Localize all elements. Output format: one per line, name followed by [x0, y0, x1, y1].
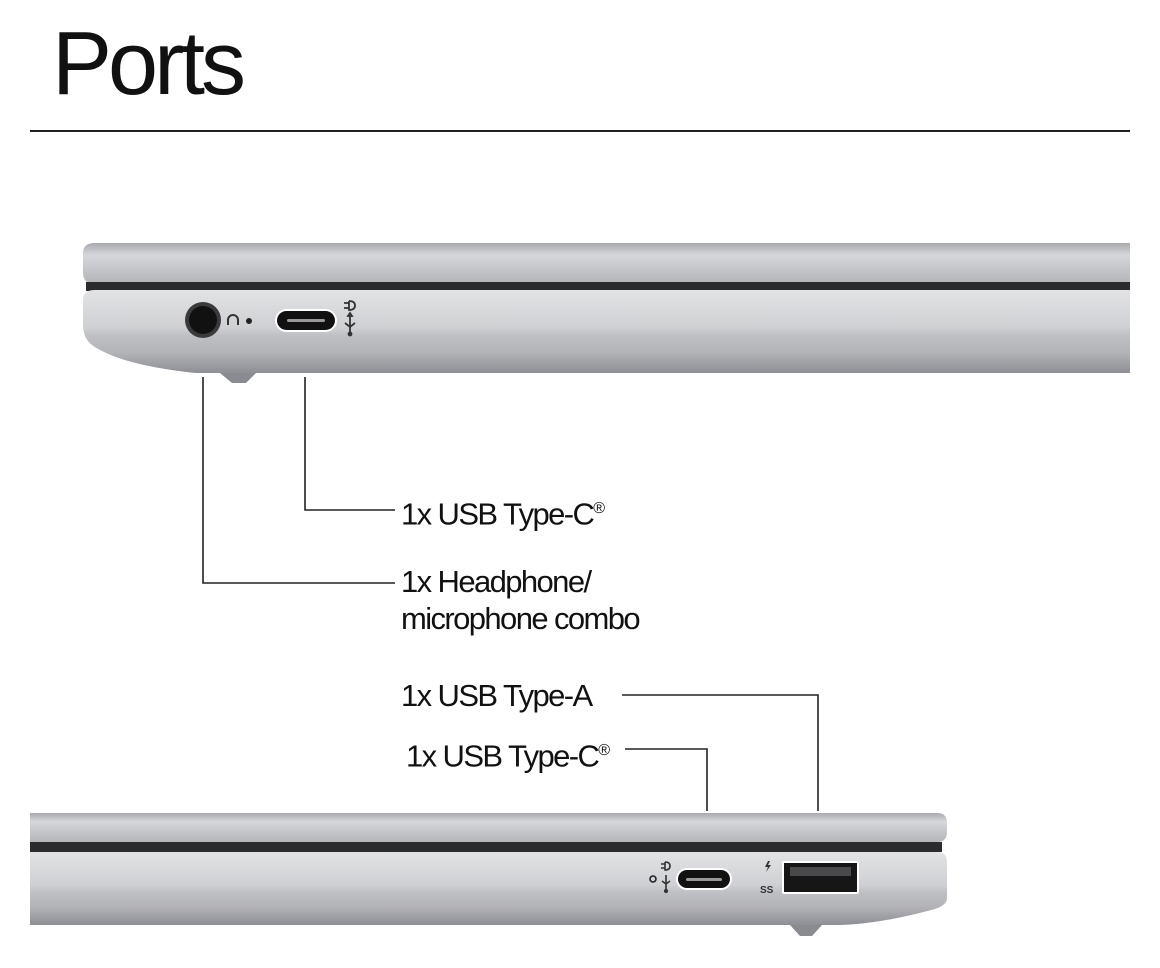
callout-headphone: 1x Headphone/ microphone combo	[401, 563, 641, 637]
headphone-jack	[185, 302, 221, 338]
registered-mark: ®	[593, 500, 605, 517]
usb-c-port	[275, 309, 337, 332]
lid	[83, 243, 1130, 283]
callout-line-headphone	[202, 377, 395, 584]
laptop-right-side: SS	[30, 813, 947, 936]
callout-usb-c-top: 1x USB Type-C®	[401, 490, 605, 532]
usb-power-delivery-icon	[661, 861, 671, 894]
usb-a-port	[782, 861, 859, 894]
status-led-icon	[649, 875, 657, 883]
callout-text: 1x USB Type-C	[401, 496, 595, 532]
callout-text-line2: microphone combo	[401, 601, 641, 636]
headphone-icon	[227, 314, 239, 325]
registered-mark: ®	[598, 742, 610, 759]
title-divider	[30, 130, 1130, 132]
callout-usb-c-bottom: 1x USB Type-C®	[406, 732, 610, 774]
svg-text:SS: SS	[760, 885, 774, 896]
callout-line-usb-c-bottom	[625, 748, 708, 811]
callout-text-line1: 1x Headphone/	[401, 564, 592, 599]
callout-lines	[202, 377, 819, 811]
usb-c-port	[676, 868, 732, 890]
laptop-left-side	[83, 243, 1130, 383]
callout-line-usb-a	[622, 694, 819, 811]
callout-usb-a: 1x USB Type-A	[401, 678, 593, 713]
foot	[790, 925, 822, 936]
superspeed-usb-icon: SS	[760, 861, 774, 896]
base	[83, 290, 1130, 373]
status-led-icon	[246, 318, 252, 324]
usb-power-delivery-icon	[344, 300, 356, 337]
page-title: Ports	[52, 14, 246, 114]
hinge-gap	[86, 282, 1130, 291]
hinge-gap	[30, 842, 942, 852]
foot	[220, 373, 256, 383]
lid	[30, 813, 947, 842]
callout-line-usb-c-top	[304, 377, 395, 511]
callout-text: 1x USB Type-C	[406, 738, 600, 774]
